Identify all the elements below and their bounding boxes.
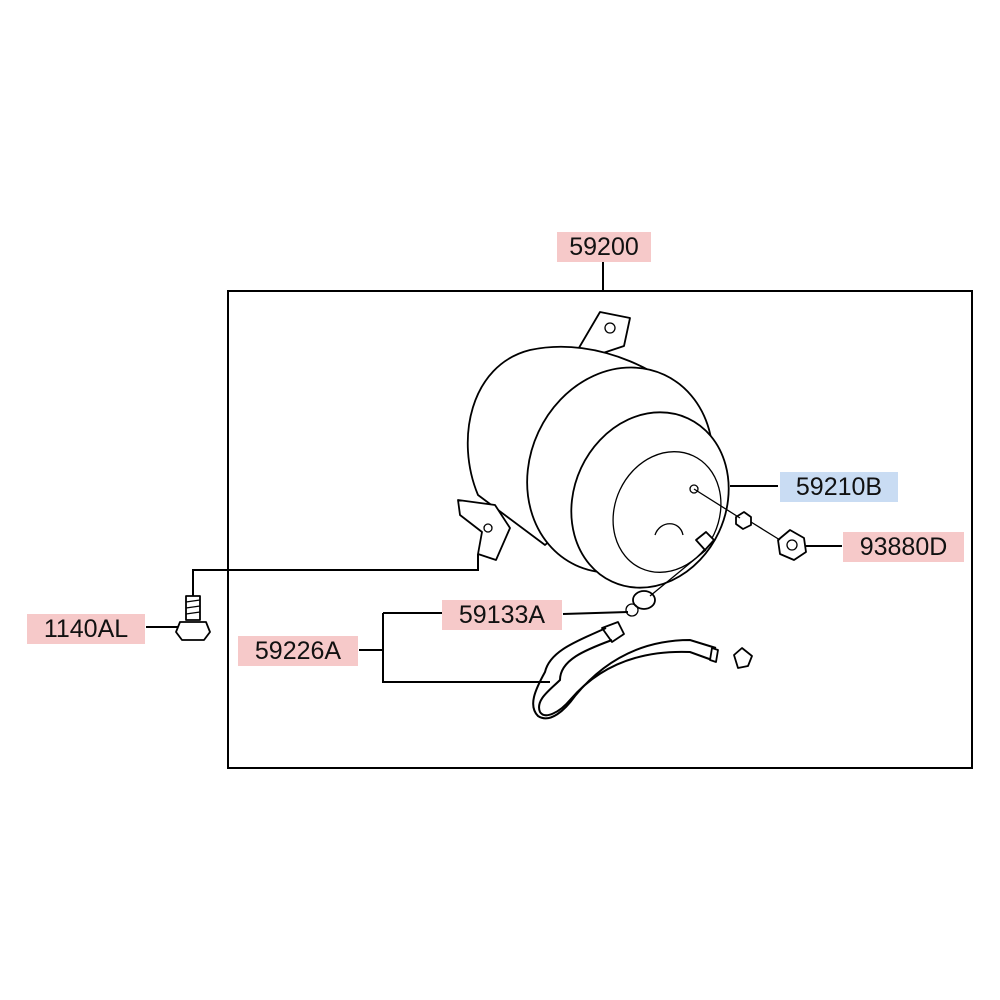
- part-label-93880D[interactable]: 93880D: [843, 532, 964, 562]
- part-label-1140AL[interactable]: 1140AL: [27, 614, 145, 644]
- part-label-59133A[interactable]: 59133A: [442, 600, 562, 630]
- loose-clip: [733, 647, 753, 669]
- bolt-1140AL: [175, 595, 211, 641]
- screw-93880D: [777, 529, 807, 561]
- part-label-59226A[interactable]: 59226A: [238, 636, 358, 666]
- lower-bracket: [457, 499, 511, 561]
- leader-93880D-dash: [750, 521, 781, 541]
- canister-nipple: [695, 531, 715, 551]
- vacuum-canister: [466, 345, 730, 589]
- part-label-59200[interactable]: 59200: [557, 232, 651, 262]
- part-label-59210B[interactable]: 59210B: [780, 472, 898, 502]
- small-nut: [735, 511, 752, 530]
- hose-clamp: [625, 590, 656, 617]
- assembly-frame: [227, 290, 973, 769]
- leader-59133A: [562, 611, 629, 615]
- leader-59210B-dash: [693, 488, 741, 519]
- vacuum-hose: [532, 621, 719, 720]
- leader-59226A: [359, 612, 550, 683]
- leader-bolt-bracket: [192, 554, 479, 596]
- hose-to-canister-dash: [649, 549, 707, 597]
